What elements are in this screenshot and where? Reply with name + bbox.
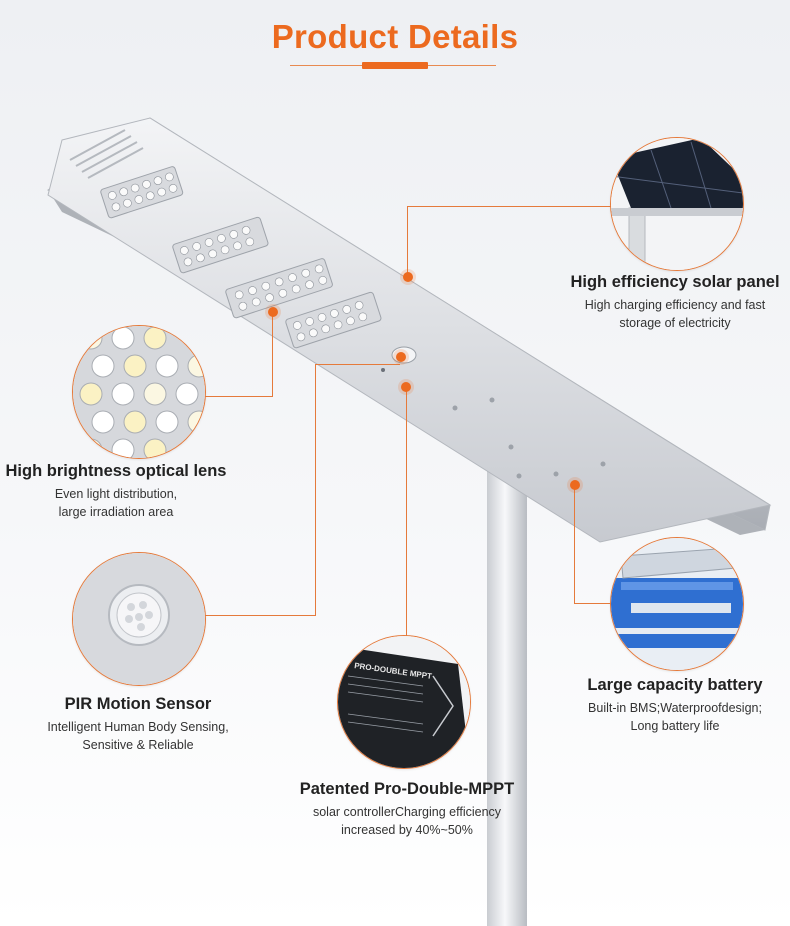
page-title: Product Details [271,18,519,55]
feature-mppt-title: Patented Pro-Double-MPPT [299,780,515,798]
optical-lens-image [72,325,206,459]
feature-lens-title: High brightness optical lens [5,462,227,480]
feature-battery-desc-1: Built-in BMS;Waterproofdesign; [588,701,762,715]
callout-line-pir-top [315,364,400,365]
callout-line-pir-v [315,364,316,616]
callout-line-mppt-v [406,388,407,636]
mppt-controller-image: PRO-DOUBLE MPPT [337,635,471,769]
pir-sensor-image [72,552,206,686]
feature-pir-desc-1: Intelligent Human Body Sensing, [47,720,229,734]
battery-image [610,537,744,671]
callout-line-lens-v [272,311,273,397]
led-modules [100,166,382,349]
feature-solar-title: High efficiency solar panel [570,273,780,291]
callout-dot-lens [268,307,278,317]
feature-lens: High brightness optical lens Even light … [0,462,232,521]
solar-panel-image [610,137,744,271]
feature-pir: PIR Motion Sensor Intelligent Human Body… [22,695,254,754]
callout-line-pir-h [204,615,316,616]
callout-dot-battery [570,480,580,490]
feature-lens-desc-1: Even light distribution, [54,487,178,501]
feature-solar-desc-1: High charging efficiency and fast [584,298,766,312]
feature-solar: High efficiency solar panel High chargin… [560,273,790,332]
callout-line-solar-v [407,206,408,276]
callout-dot-solar [403,272,413,282]
callout-dot-pir [396,352,406,362]
feature-battery-title: Large capacity battery [587,676,763,694]
feature-pir-desc-2: Sensitive & Reliable [82,738,194,752]
callout-line-battery-v [574,484,575,604]
feature-lens-desc-2: large irradiation area [58,505,174,519]
title-accent-bar [362,62,428,69]
feature-mppt-desc-2: increased by 40%~50% [341,823,473,837]
callout-dot-mppt [401,382,411,392]
feature-mppt-desc-1: solar controllerCharging efficiency [312,805,502,819]
callout-line-solar-h [407,206,612,207]
feature-pir-title: PIR Motion Sensor [64,695,212,713]
callout-line-battery-h [574,603,612,604]
pole [487,455,527,926]
feature-battery: Large capacity battery Built-in BMS;Wate… [560,676,790,735]
lamp-body [47,117,772,543]
feature-mppt: Patented Pro-Double-MPPT solar controlle… [280,780,534,839]
feature-battery-desc-2: Long battery life [630,719,720,733]
feature-solar-desc-2: storage of electricity [619,316,731,330]
callout-line-lens-h [204,396,273,397]
